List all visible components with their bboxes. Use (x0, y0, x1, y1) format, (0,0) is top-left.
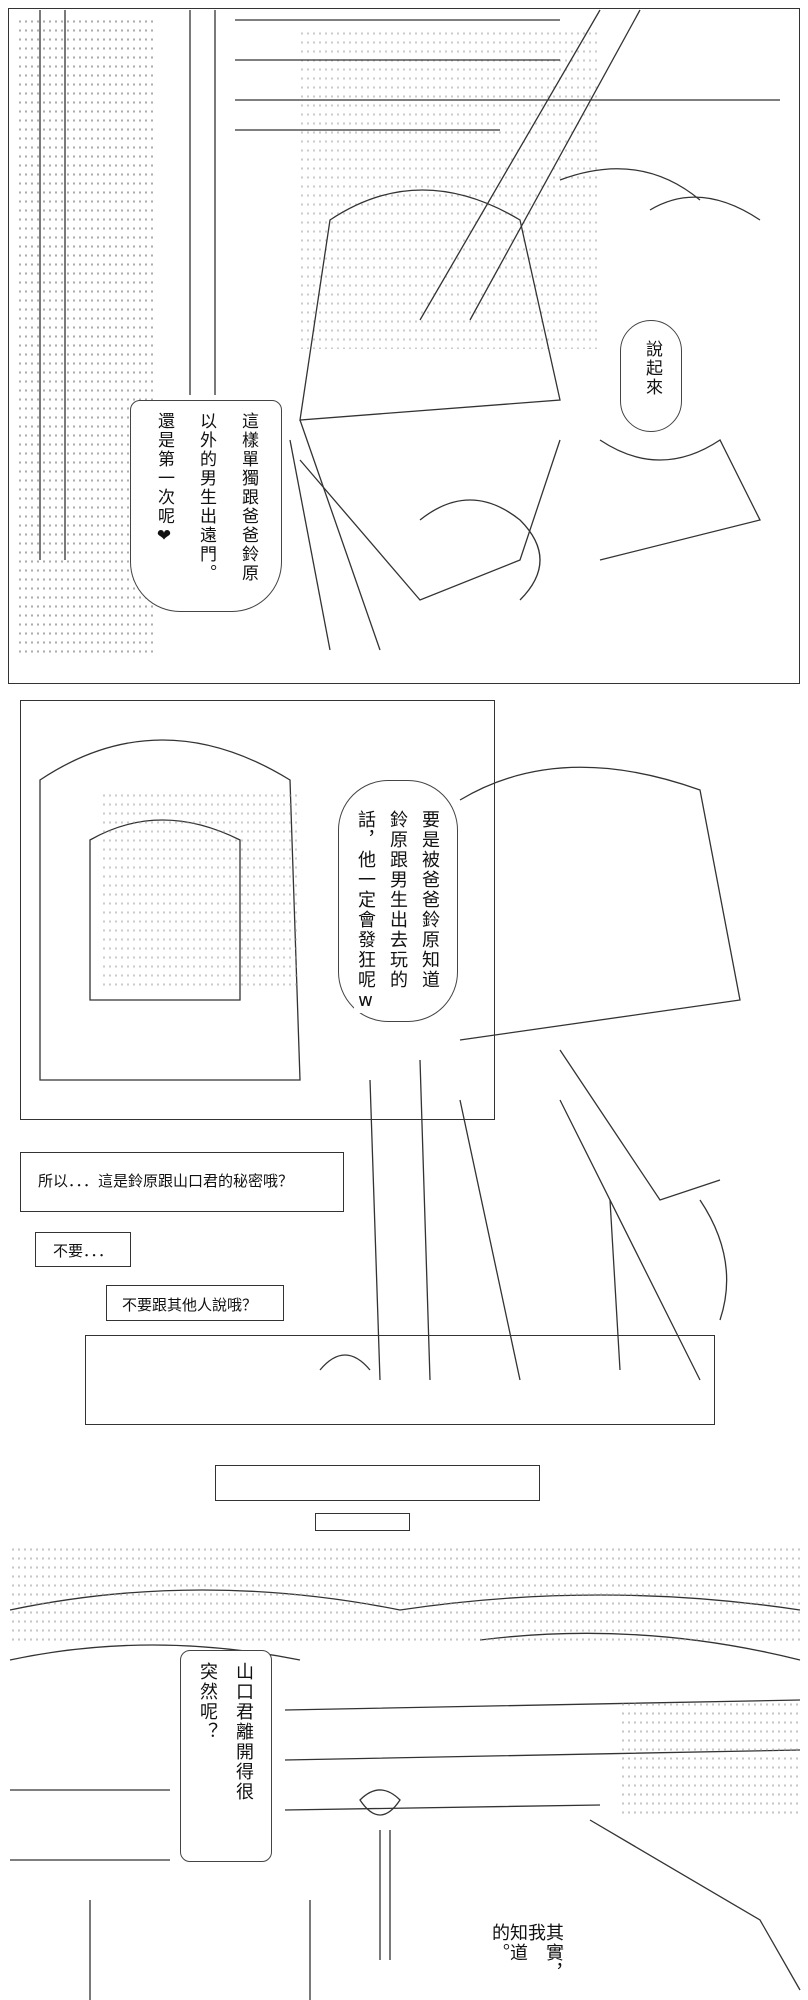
panel-2-frame (20, 700, 495, 1120)
background-texture (299, 29, 599, 349)
empty-panel (85, 1335, 715, 1425)
speech-text: 山口君離開得很 (232, 1662, 254, 1802)
speech-text: 要是被爸爸鈴原知道 (418, 810, 440, 990)
caption-text: 不要．．． (53, 1242, 114, 1260)
caption-text: 不要跟其他人說哦？ (122, 1296, 258, 1314)
speech-text: 話，他一定會發狂呢w (354, 810, 376, 1013)
background-texture (10, 1545, 800, 1645)
caption-text: 所以．．．這是鈴原跟山口君的秘密哦？ (38, 1172, 294, 1190)
speech-text: 突然呢？ (196, 1662, 218, 1742)
speech-text: 說起來 (640, 340, 662, 397)
caption-box (106, 1285, 284, 1321)
empty-panel (315, 1513, 410, 1531)
speech-text: 以外的男生出遠門。 (194, 412, 216, 583)
speech-text: 鈴原跟男生出去玩的 (386, 810, 408, 990)
background-texture (101, 791, 301, 991)
empty-panel (215, 1465, 540, 1501)
background-texture (620, 1700, 800, 1820)
speech-text: 其實，我 (525, 1923, 564, 2000)
caption-box (35, 1232, 131, 1267)
speech-text: 知道的。 (489, 1923, 528, 2000)
speech-text: 這樣單獨跟爸爸鈴原 (236, 412, 258, 583)
speech-text: 還是第一次呢❤ (152, 412, 174, 548)
speech-bubble (180, 1650, 272, 1862)
caption-box (20, 1152, 344, 1212)
